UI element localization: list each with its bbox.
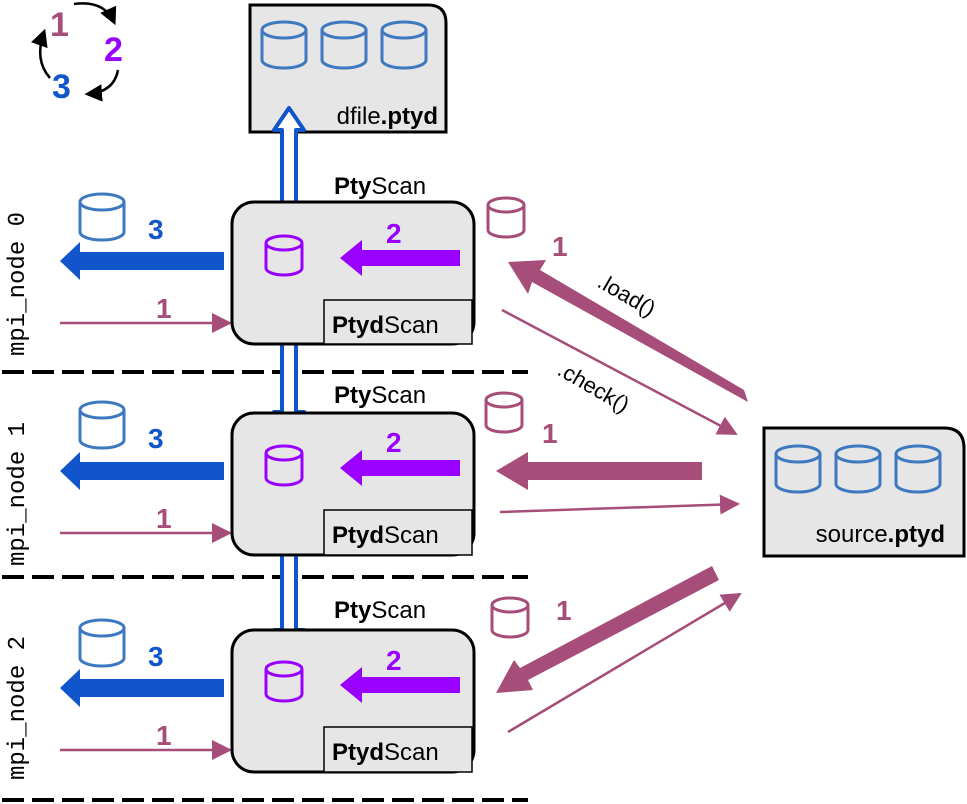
ptydscan-label: PtydScan	[332, 312, 439, 339]
load-arrow-node-0	[508, 260, 748, 402]
cycle-arrow-3-to-1	[31, 28, 51, 79]
ptydscan-label: PtydScan	[332, 739, 439, 766]
step-3-label: 3	[148, 641, 164, 672]
load-arrow-node-2	[496, 566, 719, 693]
load-arrow-node-1	[496, 452, 702, 490]
internal-arrow	[340, 667, 460, 703]
internal-arrow	[340, 450, 460, 486]
step-3-label: 3	[148, 214, 164, 245]
ptyscan-label: PtyScan	[334, 173, 426, 200]
check-arrow-node-0	[501, 308, 738, 436]
step-2-label: 2	[386, 645, 402, 676]
loaded-database-icon	[484, 391, 524, 434]
ptydscan-box	[323, 726, 473, 773]
node-separators	[2, 370, 528, 802]
step-1-label: 1	[156, 293, 172, 324]
mpi-node-0: mpi_node 0 3 1 PtyScan PtydScan 2 1	[5, 173, 568, 356]
check-label: .check()	[554, 357, 634, 418]
ptyscan-label: PtyScan	[334, 597, 426, 624]
node-rank-label: mpi_node 0	[5, 212, 32, 356]
dfile-ptyd-box: dfile.ptyd	[248, 3, 448, 134]
output-arrow	[60, 242, 224, 280]
check-arrow-node-1	[499, 494, 740, 515]
step-1-label: 1	[156, 720, 172, 751]
step-1-load-label: 1	[552, 231, 568, 262]
mpi-node-1: mpi_node 1 3 1 PtyScan PtydScan 2 1	[5, 382, 558, 566]
legend-step-1: 1	[50, 6, 69, 44]
node-rank-label: mpi_node 1	[5, 422, 32, 566]
step-1-label: 1	[156, 503, 172, 534]
source-ptyd-box: source.ptyd	[762, 426, 966, 558]
mpi-transfer-arrows	[272, 106, 306, 654]
loaded-database-icon	[486, 196, 526, 239]
mpi-node-2: mpi_node 2 3 1 PtyScan PtydScan 2 1	[5, 595, 572, 780]
database-icon	[78, 192, 126, 242]
loaded-database-icon	[490, 596, 530, 639]
step-1-load-label: 1	[556, 595, 572, 626]
step-3-label: 3	[148, 423, 164, 454]
source-edges: .load() .check()	[496, 260, 748, 734]
step-cycle-legend: 1 2 3	[31, 2, 123, 106]
step-1-load-label: 1	[542, 418, 558, 449]
output-arrow	[60, 669, 224, 707]
ptydscan-label: PtydScan	[332, 522, 439, 549]
node-rank-label: mpi_node 2	[5, 636, 32, 780]
output-arrow	[60, 452, 224, 490]
step-2-label: 2	[386, 427, 402, 458]
legend-step-2: 2	[104, 31, 123, 69]
internal-arrow	[340, 240, 460, 276]
ptydscan-box	[323, 299, 473, 345]
dfile-name: dfile.ptyd	[337, 103, 438, 130]
cycle-arrow-2-to-3	[84, 69, 120, 102]
source-name: source.ptyd	[816, 521, 945, 548]
database-icon	[78, 618, 126, 668]
cycle-arrow-1-to-2	[73, 2, 117, 26]
legend-step-3: 3	[52, 68, 71, 106]
step-2-label: 2	[386, 218, 402, 249]
ptydscan-box	[323, 509, 473, 556]
ptyscan-label: PtyScan	[334, 382, 426, 409]
check-arrow-node-2	[507, 592, 742, 734]
database-icon	[78, 400, 126, 450]
